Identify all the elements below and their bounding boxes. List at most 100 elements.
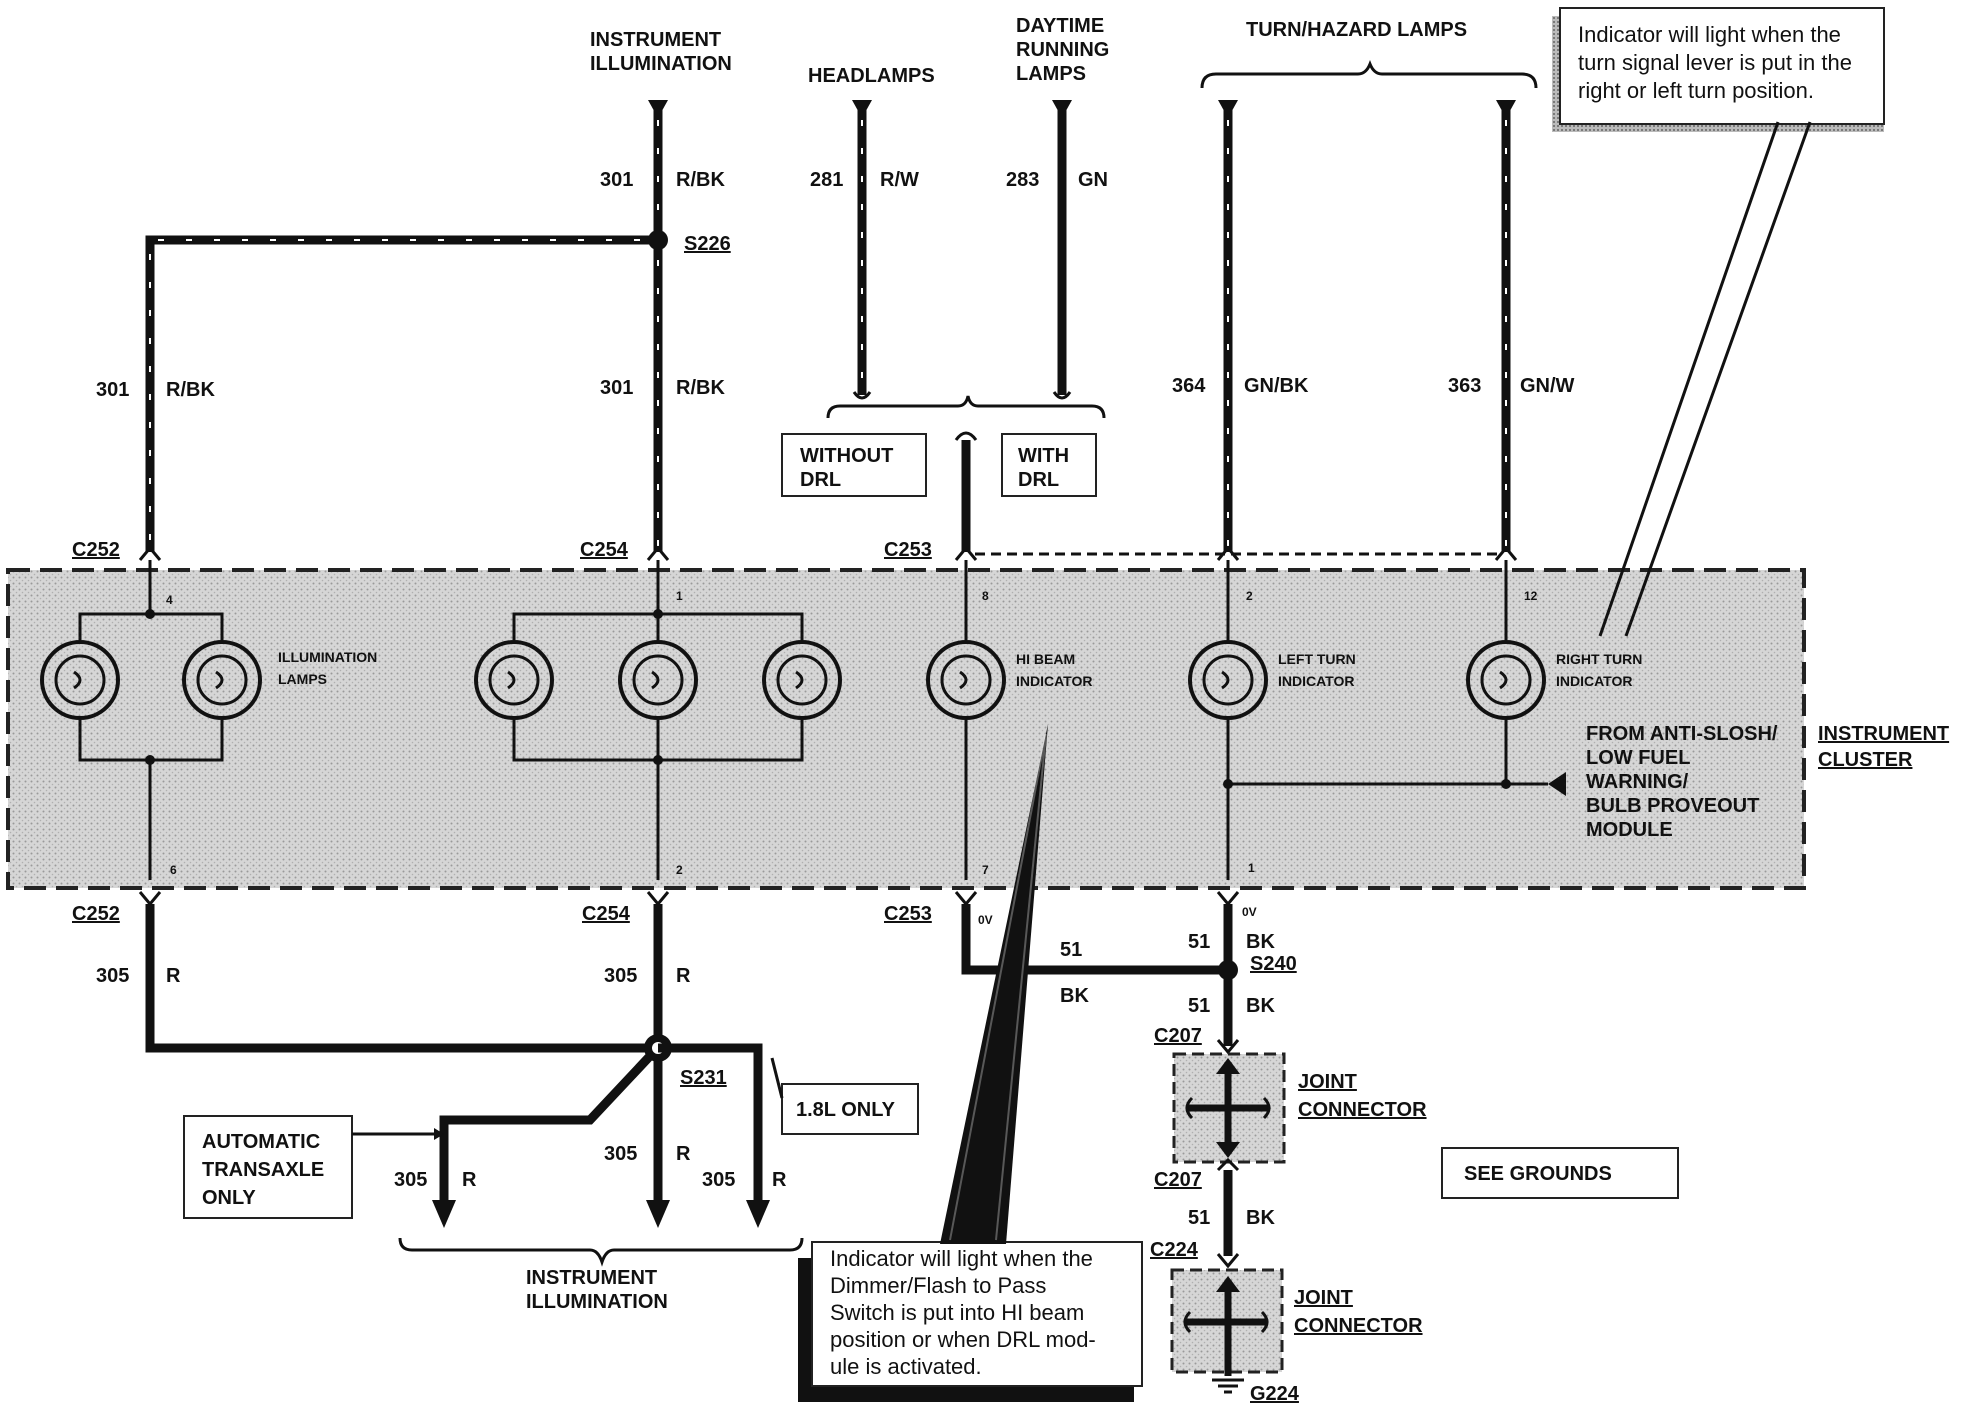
pin-12: 12: [1524, 589, 1538, 603]
wire-305-center-color: R: [676, 1143, 691, 1165]
wire-305-mid-num: 305: [604, 965, 637, 987]
note-hi-beam-line1: Indicator will light when the: [830, 1246, 1093, 1271]
wire-305-left-num: 305: [96, 965, 129, 987]
joint-connector-2-label-2: CONNECTOR: [1294, 1315, 1423, 1337]
wire-281-num: 281: [810, 169, 843, 191]
connector-c252-bottom: C252: [72, 903, 120, 925]
wire-305-left-color: R: [166, 965, 181, 987]
joint-connector-2: [1170, 1268, 1284, 1376]
note-turn-pointer: [1598, 121, 1812, 637]
splice-s240: S240: [1250, 953, 1297, 975]
bulb-icon: [1188, 640, 1268, 720]
bulb-icon: [618, 640, 698, 720]
wire-51-c224-color: BK: [1246, 1207, 1275, 1229]
instrument-cluster-box: [6, 568, 1806, 890]
illumination-lamps-label-2: LAMPS: [278, 671, 327, 687]
wire-305-center-num: 305: [604, 1143, 637, 1165]
wire-301-mid-color: R/BK: [676, 377, 725, 399]
pin-1-bottom: 1: [1248, 861, 1255, 875]
connector-c207-top: C207: [1154, 1025, 1202, 1047]
turn-hazard-label: TURN/HAZARD LAMPS: [1246, 19, 1467, 41]
right-turn-label: RIGHT TURN: [1556, 651, 1642, 667]
joint-connector-label: JOINT: [1298, 1071, 1357, 1093]
joint-connector-1: [1172, 1052, 1286, 1164]
pin-4: 4: [166, 593, 173, 607]
ground-g224: G224: [1250, 1383, 1300, 1405]
module-label-3: WARNING/: [1586, 771, 1689, 793]
wire-51-c207-num: 51: [1188, 995, 1210, 1017]
bulb-icon: [926, 640, 1006, 720]
wire-305-auto-color: R: [462, 1169, 477, 1191]
illumination-lamps-label: ILLUMINATION: [278, 649, 377, 665]
wire-51-left-num: 51: [1060, 939, 1082, 961]
hi-beam-label-2: INDICATOR: [1016, 673, 1092, 689]
module-label-4: BULB PROVEOUT: [1586, 795, 1759, 817]
wire-301-color: R/BK: [676, 169, 725, 191]
bulb-icon: [1466, 640, 1546, 720]
note-hi-beam-pointer: [940, 724, 1048, 1244]
hi-beam-label: HI BEAM: [1016, 651, 1075, 667]
note-turn-line3: right or left turn position.: [1578, 78, 1814, 103]
instrument-illumination-label: INSTRUMENT: [590, 29, 721, 51]
auto-line2: TRANSAXLE: [202, 1159, 324, 1181]
module-label-5: MODULE: [1586, 819, 1673, 841]
splice-s226: S226: [684, 233, 731, 255]
turn-hazard-brace: [1200, 59, 1538, 89]
wire-363-color: GN/W: [1520, 375, 1575, 397]
pin-7: 7: [982, 863, 989, 877]
connector-c224: C224: [1150, 1239, 1199, 1261]
splice-s240-dot: [1218, 960, 1238, 980]
note-hi-beam-line4: position or when DRL mod-: [830, 1327, 1096, 1352]
drl-option-brace: [826, 395, 1106, 419]
left-turn-label-2: INDICATOR: [1278, 673, 1354, 689]
splice-s226-dot: [648, 230, 668, 250]
only-18l-text: 1.8L ONLY: [796, 1099, 896, 1121]
wire-51-right-num: 51: [1188, 931, 1210, 953]
pin-2: 2: [1246, 589, 1253, 603]
note-hi-beam-line5: ule is activated.: [830, 1354, 982, 1379]
splice-s231: S231: [680, 1067, 727, 1089]
connector-c254-bottom: C254: [582, 903, 631, 925]
pin-1: 1: [676, 589, 683, 603]
note-hi-beam-line2: Dimmer/Flash to Pass: [830, 1273, 1046, 1298]
pin-6: 6: [170, 863, 177, 877]
with-drl-line1: WITH: [1018, 445, 1069, 467]
instrument-illumination-label-2: ILLUMINATION: [590, 53, 732, 75]
drl-label: DAYTIME: [1016, 15, 1104, 37]
voltage-0v-right: 0V: [1242, 905, 1257, 919]
bulb-icon: [474, 640, 554, 720]
see-grounds-box: SEE GROUNDS: [1441, 1147, 1679, 1199]
wire-283-color: GN: [1078, 169, 1108, 191]
connector-c253-top: C253: [884, 539, 932, 561]
wire-51-c207-color: BK: [1246, 995, 1275, 1017]
voltage-0v-left: 0V: [978, 913, 993, 927]
note-hi-beam-line3: Switch is put into HI beam: [830, 1300, 1084, 1325]
arrow-down-icon: [432, 1200, 456, 1228]
wire-305-right-color: R: [772, 1169, 787, 1191]
bulb-icon: [182, 640, 262, 720]
with-drl-line2: DRL: [1018, 469, 1059, 491]
auto-line1: AUTOMATIC: [202, 1131, 320, 1153]
arrow-up-icon: [1216, 1058, 1240, 1074]
module-label-2: LOW FUEL: [1586, 747, 1690, 769]
wire-51-right-color: BK: [1246, 931, 1275, 953]
without-drl-box: WITHOUT DRL: [781, 433, 927, 497]
module-feed-arrow-icon: [1548, 772, 1566, 796]
wire-301-left-num: 301: [96, 379, 129, 401]
wire-301-left-color: R/BK: [166, 379, 215, 401]
wire-305-right-num: 305: [702, 1169, 735, 1191]
bottom-instrument-illumination-2: ILLUMINATION: [526, 1291, 668, 1313]
instrument-cluster-label-2: CLUSTER: [1818, 749, 1913, 771]
headlamps-label: HEADLAMPS: [808, 65, 935, 87]
wire-283-num: 283: [1006, 169, 1039, 191]
drl-label-3: LAMPS: [1016, 63, 1086, 85]
pin-8: 8: [982, 589, 989, 603]
wire-305-mid-color: R: [676, 965, 691, 987]
joint-connector-label-2: CONNECTOR: [1298, 1099, 1427, 1121]
joint-connector-2-label: JOINT: [1294, 1287, 1353, 1309]
only-18l-box: 1.8L ONLY: [781, 1083, 919, 1135]
arrow-down-icon: [1216, 1142, 1240, 1158]
note-turn-signal: Indicator will light when the turn signa…: [1552, 7, 1885, 132]
instrument-illumination-brace: [398, 1237, 804, 1267]
wire-364-color: GN/BK: [1244, 375, 1309, 397]
